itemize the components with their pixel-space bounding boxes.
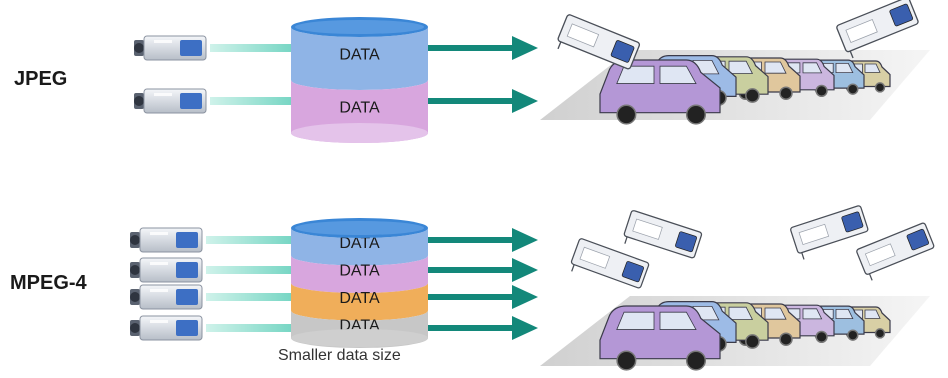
jpeg-data-band-1-label: DATA [339,47,380,64]
mpeg4-data-band-3 [291,283,428,321]
mpeg4-arrow-2 [428,258,538,282]
mpeg4-data-band-1-label: DATA [339,235,380,252]
mpeg4-link-3 [206,293,292,301]
jpeg-link-2 [210,97,292,105]
jpeg-arrow-1 [428,36,538,60]
jpeg-data-band-2-label: DATA [339,100,380,117]
mpeg4-camera-2 [130,257,203,283]
jpeg-ptz-camera-2 [836,0,919,59]
mpeg4-arrow-3 [428,285,538,309]
mpeg4-cylinder-bottom [291,329,428,347]
mpeg4-ptz-camera-2 [623,210,703,259]
mpeg4-camera-3 [130,284,203,310]
mpeg4-arrow-4 [428,316,538,340]
smaller-data-size-caption: Smaller data size [278,347,401,364]
mpeg4-ptz-camera-1 [570,238,650,289]
jpeg-link-1 [210,44,292,52]
mpeg4-label: MPEG-4 [10,272,87,294]
mpeg4-link-4 [206,324,292,332]
mpeg4-link-1 [206,236,292,244]
jpeg-arrow-2 [428,89,538,113]
mpeg4-data-band-2 [291,255,428,293]
mpeg4-ptz-camera-4 [856,222,935,281]
jpeg-label: JPEG [14,68,68,90]
mpeg4-arrow-1 [428,228,538,252]
mpeg4-camera-1 [130,227,203,253]
mpeg4-ptz-camera-3 [790,205,869,260]
mpeg4-data-band-2-label: DATA [339,262,380,279]
jpeg-camera-1 [134,35,207,61]
jpeg-camera-2 [134,88,207,114]
jpeg-data-band-1 [291,27,428,90]
mpeg4-data-band-1 [291,228,428,266]
mpeg4-data-band-3-label: DATA [339,290,380,307]
jpeg-parking-scene-car-1 [599,59,721,125]
jpeg-ptz-camera-1 [557,14,641,70]
mpeg4-link-2 [206,266,292,274]
jpeg-cylinder-bottom [291,123,428,143]
mpeg4-parking-scene-car-1 [599,305,721,371]
mpeg4-camera-4 [130,315,203,341]
